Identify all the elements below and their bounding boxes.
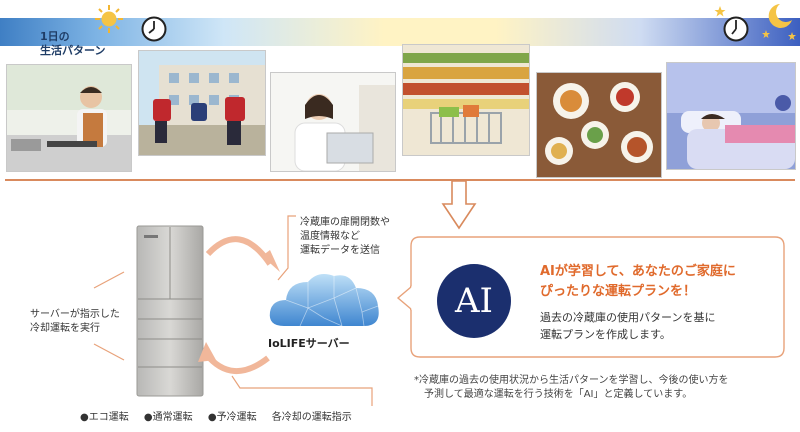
iolife-cloud-icon bbox=[269, 274, 379, 327]
ai-headline: AIが学習して、あなたのご家庭に ぴったりな運転プランを！ bbox=[540, 262, 736, 302]
fridge-instruction-line2: 冷却運転を実行 bbox=[30, 323, 100, 334]
ai-description-line2: 運転プランを作成します。 bbox=[540, 328, 671, 341]
legend-eco-mode: ●エコ運転 bbox=[80, 412, 129, 423]
legend-precool-mode: ●予冷運転 bbox=[207, 412, 257, 423]
section-separator bbox=[5, 179, 795, 181]
flow-connectors bbox=[93, 215, 373, 406]
legend-normal-mode: ●通常運転 bbox=[143, 412, 193, 423]
server-label: IoLIFEサーバー bbox=[268, 337, 350, 350]
night-moon-stars-icon bbox=[714, 4, 796, 40]
ai-badge: AI bbox=[437, 264, 511, 338]
footnote-line2: 予測して最適な運転を行う技術を「AI」と定義しています。 bbox=[424, 389, 693, 400]
fridge-instruction-text: サーバーが指示した 冷却運転を実行 bbox=[30, 308, 120, 336]
photo-dinner-table bbox=[536, 72, 662, 178]
clock-morning-icon bbox=[141, 16, 167, 42]
refrigerator bbox=[136, 225, 204, 397]
footnote-line1: *冷蔵庫の過去の使用状況から生活パターンを学習し、今後の使い方を bbox=[414, 375, 729, 386]
ai-description: 過去の冷蔵庫の使用パターンを基に 運転プランを作成します。 bbox=[540, 309, 715, 343]
photo-school-kids bbox=[138, 50, 266, 156]
ai-headline-line1: AIが学習して、あなたのご家庭に bbox=[540, 264, 736, 279]
photo-office-woman bbox=[270, 72, 396, 172]
fridge-instruction-line1: サーバーが指示した bbox=[30, 309, 120, 320]
sun-icon bbox=[95, 5, 123, 33]
ai-callout-panel bbox=[410, 236, 785, 358]
timeline-gradient-band bbox=[0, 18, 800, 46]
photo-cooking bbox=[6, 64, 132, 172]
timeline-label-line1: 1日の bbox=[40, 30, 70, 43]
ai-headline-line2: ぴったりな運転プランを！ bbox=[540, 284, 697, 299]
timeline-label: 1日の 生活パターン bbox=[40, 30, 105, 58]
down-arrow-icon bbox=[441, 180, 477, 230]
data-sent-text: 冷蔵庫の扉開閉数や 温度情報など 運転データを送信 bbox=[300, 216, 390, 258]
data-sent-line3: 運転データを送信 bbox=[300, 245, 380, 256]
data-sent-line1: 冷蔵庫の扉開閉数や bbox=[300, 217, 390, 228]
data-sent-line2: 温度情報など bbox=[300, 231, 360, 242]
ai-footnote: *冷蔵庫の過去の使用状況から生活パターンを学習し、今後の使い方を 予測して最適な… bbox=[414, 374, 729, 402]
callout-pointer bbox=[396, 286, 412, 310]
operation-legend: ●エコ運転 ●通常運転 ●予冷運転 各冷却の運転指示 bbox=[80, 408, 364, 423]
ai-description-line1: 過去の冷蔵庫の使用パターンを基に bbox=[540, 311, 716, 324]
clock-night-icon bbox=[723, 16, 749, 42]
photo-sleeping bbox=[666, 62, 796, 170]
legend-instruction-label: 各冷却の運転指示 bbox=[271, 412, 352, 423]
timeline-label-line2: 生活パターン bbox=[40, 44, 106, 57]
photo-supermarket bbox=[402, 44, 530, 156]
